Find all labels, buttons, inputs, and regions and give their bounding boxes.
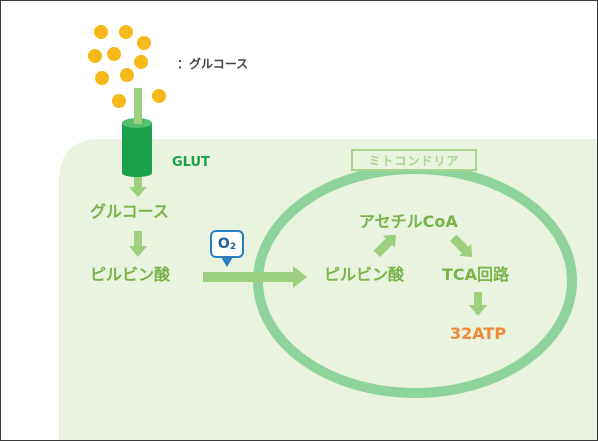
arrow-pyruvate-to-acetylcoa <box>373 234 396 258</box>
cytoplasm-pyruvate-label: ピルビン酸 <box>90 265 171 284</box>
arrow-glucose-to-pyruvate <box>129 231 147 257</box>
legend-glucose-label: ：グルコース <box>177 57 249 71</box>
arrow-acetylcoa-to-tca <box>449 234 473 257</box>
oxygen-subscript: 2 <box>229 242 237 252</box>
glucose-molecules <box>88 25 166 108</box>
glut-transporter <box>122 113 152 177</box>
arrow-tca-to-atp <box>469 292 487 316</box>
glut-label: GLUT <box>172 155 210 170</box>
glut-stem <box>134 88 142 121</box>
arrow-glut-to-glucose <box>129 177 147 197</box>
cell-body <box>59 139 597 440</box>
cytoplasm-glucose-label: グルコース <box>90 202 169 221</box>
oxygen-symbol: O <box>217 236 230 252</box>
arrow-pyruvate-transport <box>203 266 307 288</box>
acetyl-coa-label: アセチルCoA <box>359 212 458 231</box>
atp-yield-label: 32ATP <box>450 324 507 343</box>
mitochondria-title: ミトコンドリア <box>351 149 477 171</box>
tca-cycle-label: TCA回路 <box>442 265 510 284</box>
mito-pyruvate-label: ピルビン酸 <box>324 265 405 284</box>
oxygen-pointer <box>221 257 233 267</box>
